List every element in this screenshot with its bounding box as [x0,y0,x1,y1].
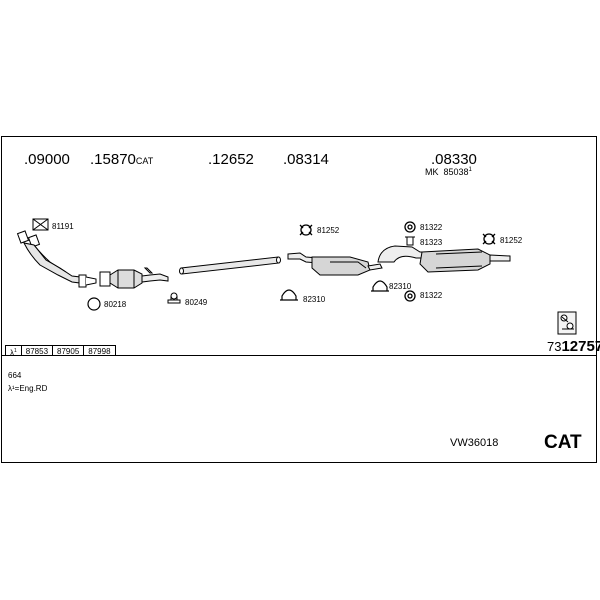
cat-label: CAT [544,432,582,453]
part-code-downpipe: .09000 [24,151,70,168]
middle-pipe-icon [179,256,281,275]
vehicle-code: VW36018 [450,437,499,449]
part-label: 80249 [185,298,208,307]
part-label: 81322 [420,223,443,232]
rear-silencer-icon [377,245,511,273]
part-label: 81252 [500,236,523,245]
divider [1,355,597,356]
seal-ring-icon [87,297,101,311]
part-code-middle-pipe: .12652 [208,151,254,168]
gasket-icon [32,218,49,231]
mounting-kit-icon [557,311,577,335]
middle-silencer-icon [287,252,383,276]
part-code-middle-silencer: .08314 [283,151,329,168]
rubber-ring-icon [404,290,416,302]
diagram-frame [1,136,597,463]
part-label: 82310 [389,282,412,291]
rubber-hanger-icon [299,224,313,236]
rubber-ring-icon [404,221,416,233]
rubber-hanger-icon [482,233,496,245]
downpipe-icon [16,230,97,288]
part-label: 82310 [303,295,326,304]
part-code-rear-silencer: .08330 [431,151,477,168]
note-line: 664 [8,371,22,380]
note-line: λ¹=Eng.RD [8,384,48,393]
bracket-icon [405,236,415,246]
part-label: 80218 [104,300,127,309]
part-label: 81191 [52,222,74,231]
mk-reference: MK 850381 [425,167,472,177]
part-code-catalyst: .15870CAT [90,151,154,168]
pipe-clamp-icon [371,280,389,292]
part-label: 81252 [317,226,340,235]
part-label: 81322 [420,291,443,300]
pipe-clamp-icon [280,289,298,301]
set-code: 7312757 [547,338,600,355]
clamp-icon [167,292,181,304]
part-label: 81323 [420,238,443,247]
catalytic-converter-icon [99,267,169,289]
